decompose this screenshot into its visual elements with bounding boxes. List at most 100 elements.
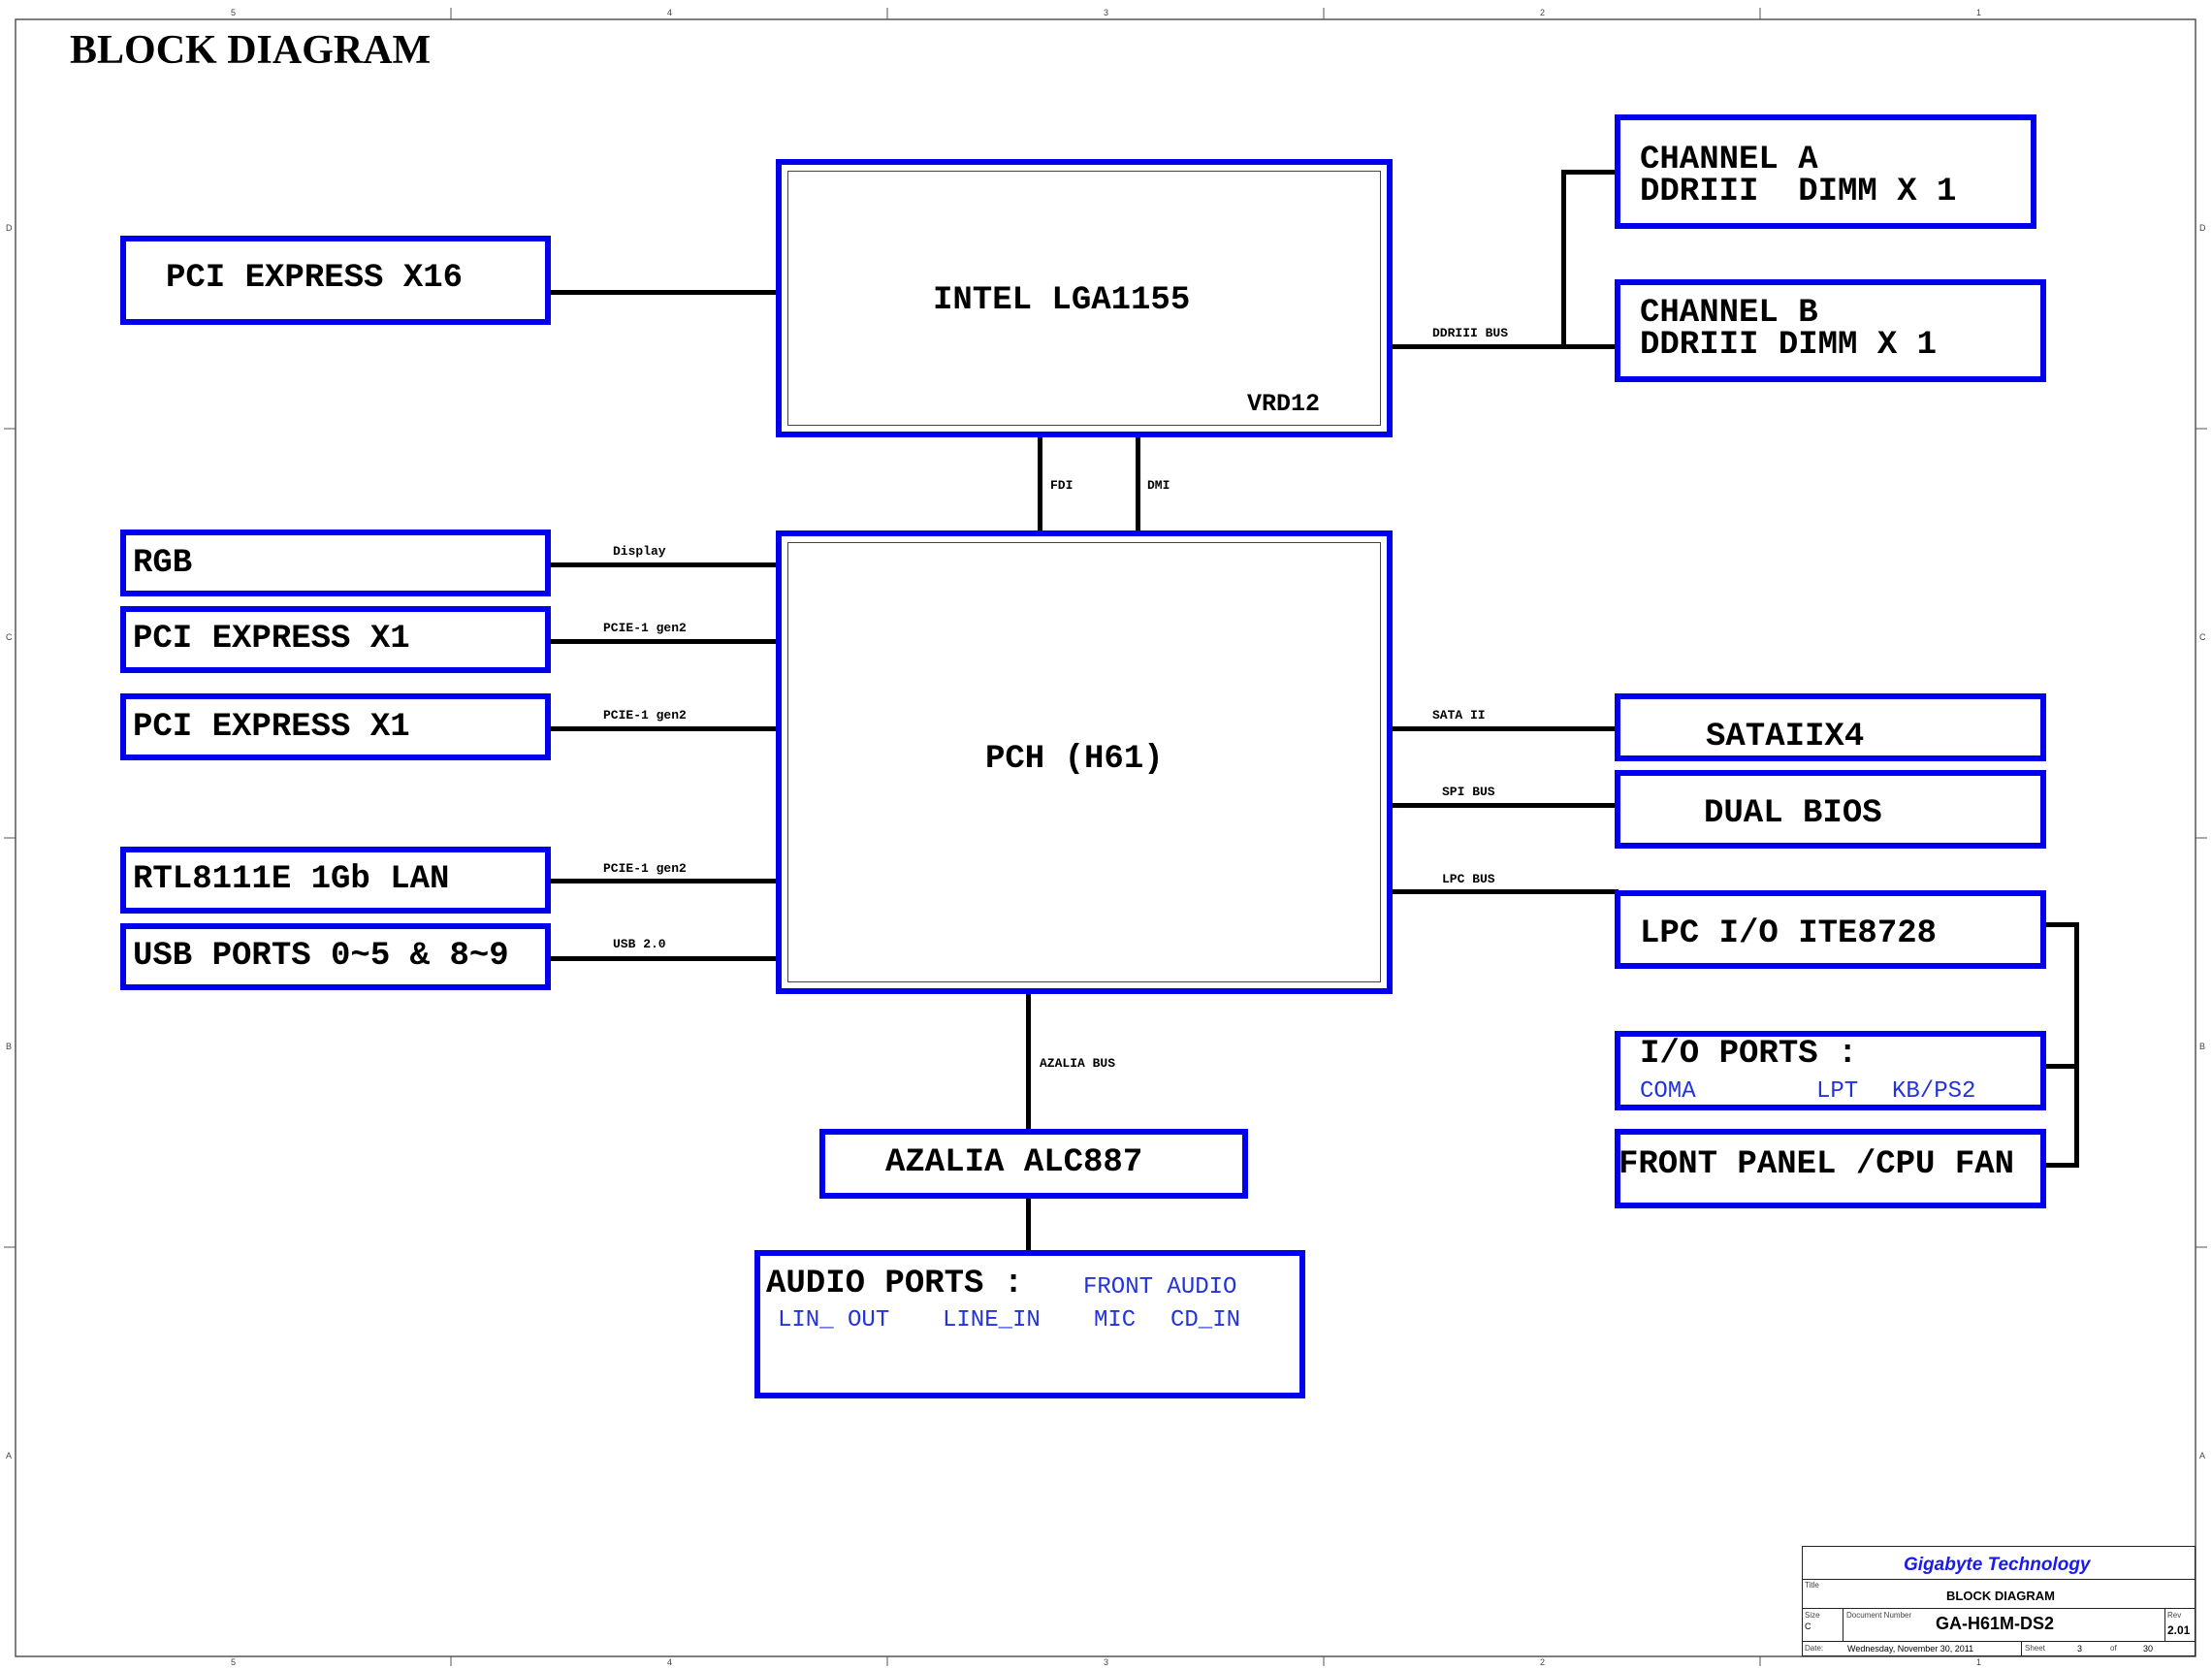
size-field-label: Size	[1805, 1611, 1820, 1620]
bus-label-fdi: FDI	[1050, 478, 1074, 493]
audio-port-front: FRONT AUDIO	[1083, 1274, 1237, 1301]
line-fdi	[1038, 435, 1042, 532]
of-label: of	[2110, 1644, 2117, 1653]
line-cpu-ddr	[1390, 344, 1619, 349]
line-fp-stub	[2041, 1163, 2079, 1168]
sheet-total: 30	[2143, 1644, 2154, 1654]
line-pch-bios	[1390, 803, 1619, 808]
channel-a-line2: DDRIII DIMM X 1	[1640, 174, 1957, 210]
frame-col-label: 1	[1976, 8, 1982, 17]
audio-ports-label: AUDIO PORTS :	[766, 1266, 1024, 1302]
bus-label-lpc: LPC BUS	[1442, 872, 1495, 886]
frame-col-label: 4	[667, 8, 673, 17]
lpc-io-block	[1615, 890, 2046, 969]
io-port-lpt: LPT	[1816, 1078, 1859, 1105]
title-field-label: Title	[1805, 1581, 1819, 1590]
frame-col-label: 2	[1540, 1657, 1546, 1667]
title-block-title: BLOCK DIAGRAM	[1946, 1589, 2055, 1603]
frame-row-label: B	[2199, 1042, 2206, 1051]
cpu-label: INTEL LGA1155	[933, 282, 1191, 319]
front-panel-label: FRONT PANEL /CPU FAN	[1619, 1146, 2015, 1183]
frame-row-label: C	[2199, 632, 2206, 642]
size-value: C	[1805, 1622, 1811, 1631]
front-panel-block	[1615, 1129, 2046, 1208]
io-port-coma: COMA	[1640, 1078, 1696, 1105]
bus-label-spi: SPI BUS	[1442, 785, 1495, 799]
pch-label: PCH (H61)	[985, 741, 1164, 778]
pcie-x1-block	[120, 693, 551, 760]
channel-b-line1: CHANNEL B	[1640, 295, 1818, 332]
audio-port-line-in: LINE_IN	[943, 1307, 1041, 1333]
line-dmi	[1136, 435, 1140, 532]
audio-ports-block	[754, 1250, 1305, 1398]
frame-row-label: D	[2199, 223, 2206, 233]
channel-a-line1: CHANNEL A	[1640, 142, 1818, 178]
line-pcie-x1b-pch	[548, 726, 778, 731]
bus-label-pcie: PCIE-1 gen2	[603, 708, 687, 723]
vrd-label: VRD12	[1247, 390, 1321, 418]
bios-block	[1615, 770, 2046, 849]
azalia-block	[819, 1129, 1248, 1199]
bus-label-ddr: DDRIII BUS	[1432, 326, 1509, 340]
audio-port-cd-in: CD_IN	[1170, 1307, 1241, 1333]
io-ports-label: I/O PORTS :	[1640, 1036, 1858, 1073]
rgb-block	[120, 530, 551, 596]
lan-label: RTL8111E 1Gb LAN	[133, 861, 450, 898]
line-azalia-audio	[1026, 1195, 1031, 1251]
frame-row-label: C	[6, 632, 13, 642]
sheet-number: 3	[2077, 1644, 2083, 1654]
frame-col-label: 5	[231, 1657, 237, 1667]
line-lan-pch	[548, 879, 778, 883]
line-pch-sata	[1390, 726, 1619, 731]
frame-row-label: B	[6, 1042, 13, 1051]
frame-col-label: 1	[1976, 1657, 1982, 1667]
bus-label-pcie: PCIE-1 gen2	[603, 861, 687, 876]
line-pch-lpc	[1390, 889, 1619, 894]
io-ports-block	[1615, 1031, 2046, 1110]
line-pcie-x1a-pch	[548, 639, 778, 644]
frame-col-label: 4	[667, 1657, 673, 1667]
frame-col-label: 3	[1104, 8, 1109, 17]
bus-label-display: Display	[613, 544, 666, 559]
line-lpc-trunk	[2074, 922, 2079, 1168]
line-rgb-pch	[548, 562, 778, 567]
rgb-label: RGB	[133, 545, 193, 582]
docnum-field-label: Document Number	[1846, 1611, 1912, 1620]
frame-col-label: 3	[1104, 1657, 1109, 1667]
frame-col-label: 5	[231, 8, 237, 17]
pcie-x16-block	[120, 236, 551, 325]
usb-label: USB PORTS 0~5 & 8~9	[133, 938, 509, 975]
line-pch-azalia	[1026, 991, 1031, 1132]
date-value: Wednesday, November 30, 2011	[1847, 1644, 1974, 1654]
page-title: BLOCK DIAGRAM	[70, 28, 432, 73]
revision: 2.01	[2167, 1623, 2191, 1637]
frame-row-label: A	[2199, 1451, 2206, 1461]
bus-label-sata: SATA II	[1432, 708, 1486, 723]
line-ddr-trunk	[1561, 170, 1566, 349]
title-block	[1802, 1546, 2196, 1656]
frame-row-label: A	[6, 1451, 13, 1461]
line-pcie-x16-cpu	[548, 290, 778, 295]
lpc-io-label: LPC I/O ITE8728	[1640, 915, 1938, 952]
date-field-label: Date:	[1805, 1644, 1824, 1653]
document-number: GA-H61M-DS2	[1936, 1614, 2055, 1633]
pcie-x1-label: PCI EXPRESS X1	[133, 621, 410, 658]
sheet-field-label: Sheet	[2025, 1644, 2045, 1653]
azalia-label: AZALIA ALC887	[885, 1144, 1143, 1181]
bus-label-pcie: PCIE-1 gen2	[603, 621, 687, 635]
audio-port-mic: MIC	[1094, 1307, 1137, 1333]
rev-field-label: Rev	[2167, 1611, 2182, 1620]
channel-a-block	[1615, 114, 2036, 229]
bus-label-azalia: AZALIA BUS	[1040, 1056, 1116, 1071]
sata-label: SATAIIX4	[1706, 719, 1865, 755]
pch-block	[776, 530, 1393, 994]
cpu-block	[776, 159, 1393, 437]
line-lpc-stub	[2041, 922, 2079, 927]
company-name: Gigabyte Technology	[1904, 1555, 2091, 1575]
line-usb-pch	[548, 956, 778, 961]
line-ddr-channel-a	[1561, 170, 1619, 175]
frame-col-label: 2	[1540, 8, 1546, 17]
bios-label: DUAL BIOS	[1704, 795, 1882, 832]
